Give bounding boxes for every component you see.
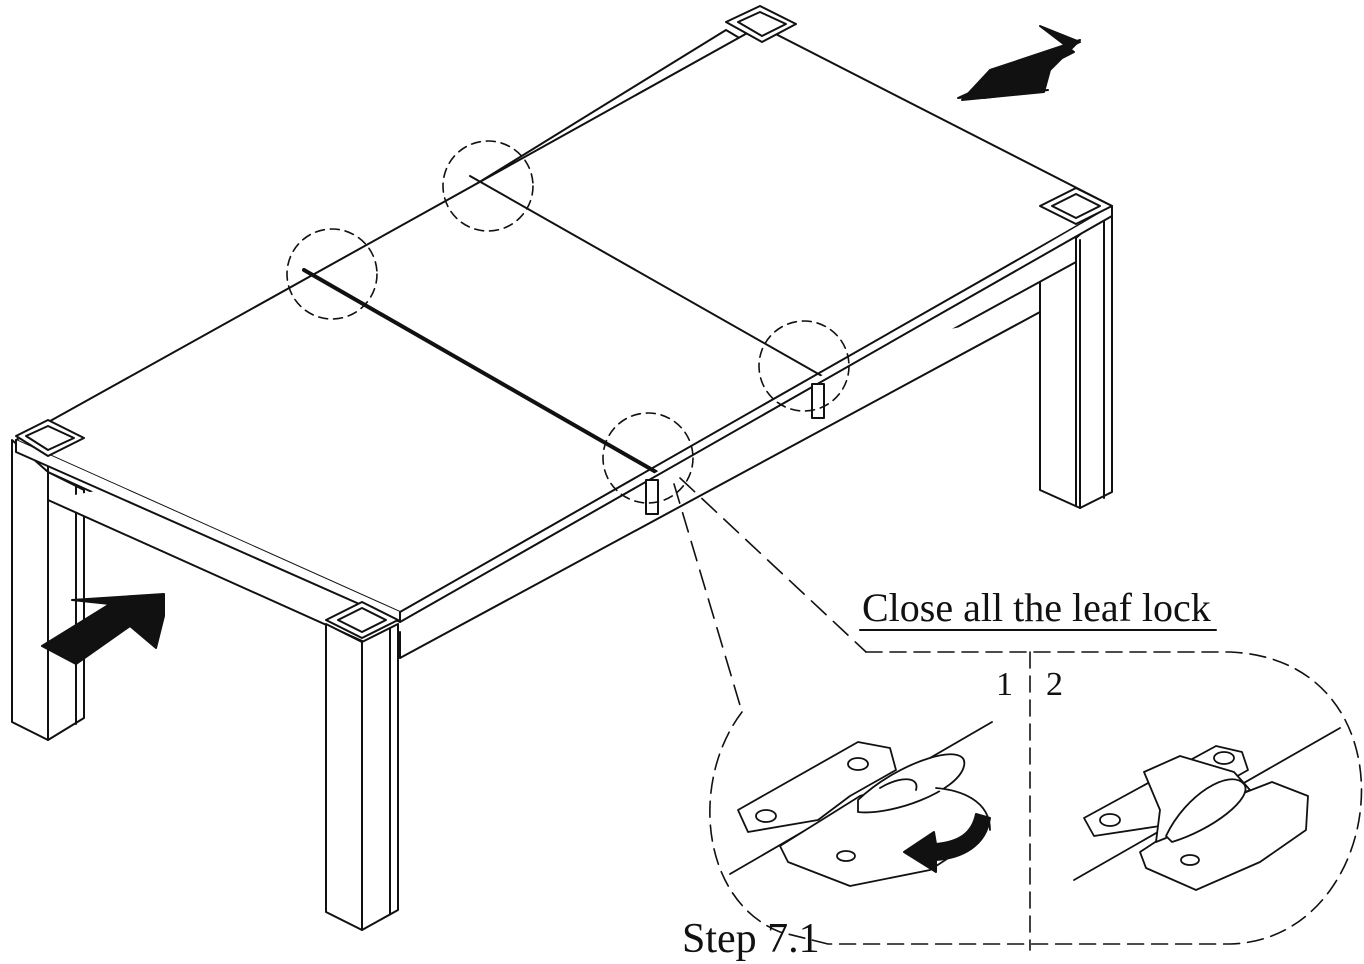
table-leg-back-left (11, 439, 85, 741)
callout-circle (286, 140, 850, 504)
leaf-lock-open (729, 721, 993, 887)
detail-leader-line (673, 477, 867, 713)
push-arrow-icon (41, 593, 165, 665)
push-arrow-icon (957, 25, 1081, 101)
leaf-lock-closed (1073, 727, 1341, 891)
detail-callout (709, 629, 1363, 951)
extendable-table (11, 5, 1113, 931)
step-label: Step 7.1 (682, 916, 820, 962)
detail-number-1: 1 (996, 666, 1013, 703)
table-top (15, 25, 1113, 623)
rotate-arrow-icon (903, 813, 991, 873)
table-leg-back-right (1039, 205, 1113, 509)
table-leg-front (325, 623, 399, 931)
instruction-text: Close all the leaf lock (862, 585, 1211, 630)
leg-top-square (15, 5, 1113, 639)
detail-number-2: 2 (1046, 666, 1063, 703)
